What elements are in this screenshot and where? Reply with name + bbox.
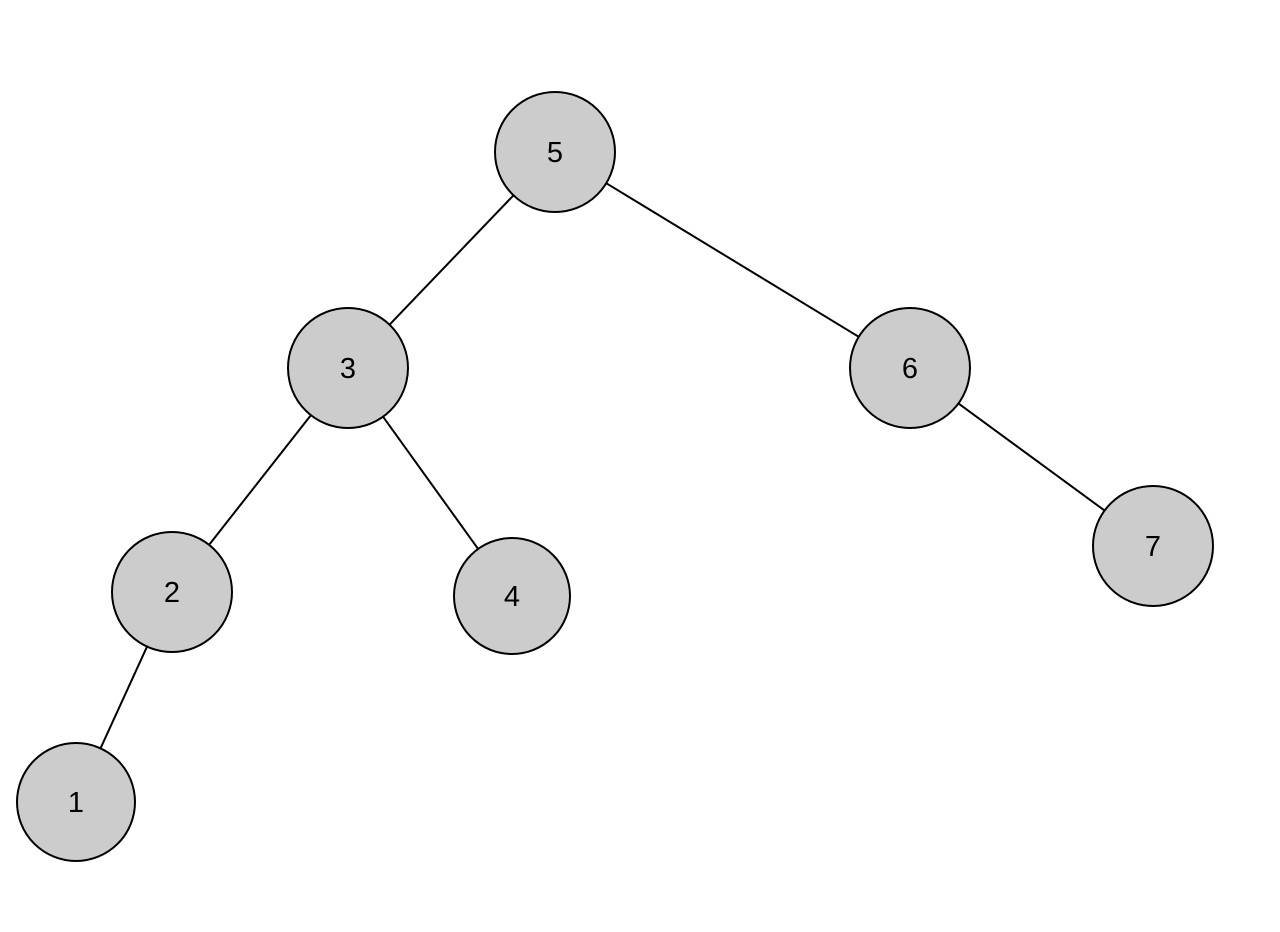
tree-node-1[interactable]: 1 bbox=[16, 742, 136, 862]
tree-node-2[interactable]: 2 bbox=[111, 531, 233, 653]
node-label-5: 5 bbox=[547, 137, 563, 169]
edge-layer bbox=[99, 182, 1106, 749]
node-label-2: 2 bbox=[164, 577, 180, 609]
tree-node-3[interactable]: 3 bbox=[287, 307, 409, 429]
node-circle-7[interactable] bbox=[1092, 485, 1214, 607]
node-label-7: 7 bbox=[1145, 531, 1161, 563]
node-circle-4[interactable] bbox=[453, 537, 571, 655]
node-circle-1[interactable] bbox=[16, 742, 136, 862]
tree-edge-3-4 bbox=[382, 416, 479, 550]
node-label-3: 3 bbox=[340, 353, 356, 385]
tree-edge-6-7 bbox=[957, 402, 1106, 512]
tree-node-7[interactable]: 7 bbox=[1092, 485, 1214, 607]
tree-edge-3-2 bbox=[208, 414, 312, 546]
node-label-1: 1 bbox=[68, 787, 84, 819]
node-circle-5[interactable] bbox=[494, 91, 616, 213]
node-circle-3[interactable] bbox=[287, 307, 409, 429]
node-layer: 5 3 6 2 4 7 1 bbox=[16, 91, 1214, 862]
tree-node-6[interactable]: 6 bbox=[849, 307, 971, 429]
node-label-6: 6 bbox=[902, 353, 918, 385]
node-label-4: 4 bbox=[504, 581, 520, 613]
tree-edge-5-3 bbox=[388, 194, 515, 326]
tree-node-4[interactable]: 4 bbox=[453, 537, 571, 655]
tree-edge-2-1 bbox=[99, 646, 148, 749]
node-circle-6[interactable] bbox=[849, 307, 971, 429]
tree-node-5[interactable]: 5 bbox=[494, 91, 616, 213]
node-circle-2[interactable] bbox=[111, 531, 233, 653]
tree-edge-5-6 bbox=[605, 182, 860, 338]
